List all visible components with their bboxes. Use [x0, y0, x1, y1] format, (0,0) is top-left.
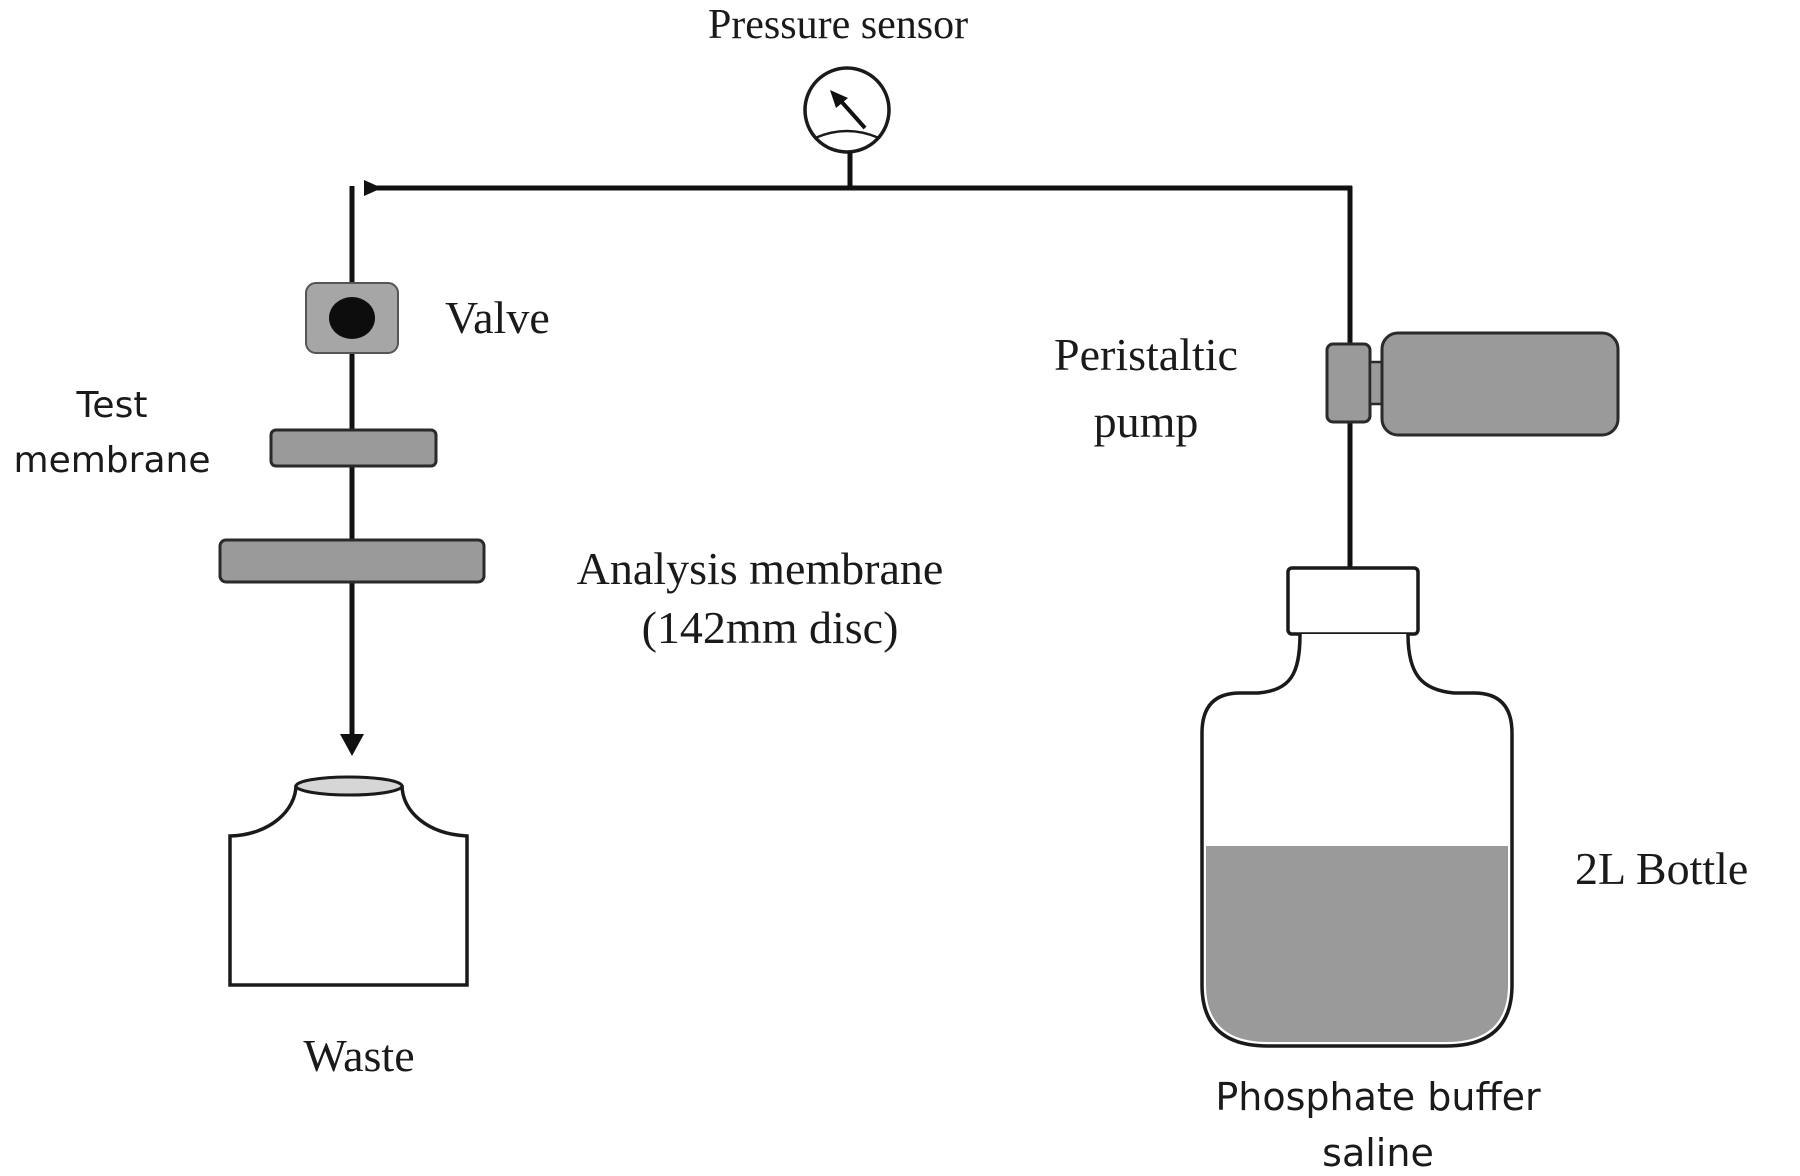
valve	[305, 282, 399, 354]
pbs-label-line2: saline	[1322, 1131, 1434, 1175]
analysis-membrane-label-line1: Analysis membrane	[577, 543, 944, 594]
gauge-needle-icon	[830, 90, 848, 108]
flow-arrow-left-icon	[364, 180, 382, 196]
bottle-cap	[1286, 566, 1420, 636]
waste-container	[228, 775, 469, 987]
bottle-label: 2L Bottle	[1575, 843, 1748, 894]
flow-arrow-down-icon	[340, 734, 364, 756]
pressure-sensor-label: Pressure sensor	[708, 2, 968, 48]
pressure-sensor-gauge	[803, 66, 891, 154]
peristaltic-pump-label-line2: pump	[1094, 396, 1199, 447]
test-membrane-label-line2: membrane	[14, 440, 211, 481]
valve-label: Valve	[445, 292, 550, 343]
buffer-liquid	[1206, 846, 1508, 1042]
pbs-label-line1: Phosphate buffer	[1215, 1075, 1541, 1119]
valve-knob-icon	[329, 297, 375, 339]
test-membrane	[269, 428, 438, 468]
analysis-membrane-label-line2: (142mm disc)	[642, 602, 899, 653]
peristaltic-pump-label-line1: Peristaltic	[1054, 329, 1238, 380]
two-liter-bottle	[1200, 566, 1514, 1048]
analysis-membrane	[218, 538, 486, 584]
test-membrane-label-line1: Test	[76, 385, 148, 426]
waste-label: Waste	[303, 1030, 414, 1081]
peristaltic-pump	[1325, 331, 1620, 437]
